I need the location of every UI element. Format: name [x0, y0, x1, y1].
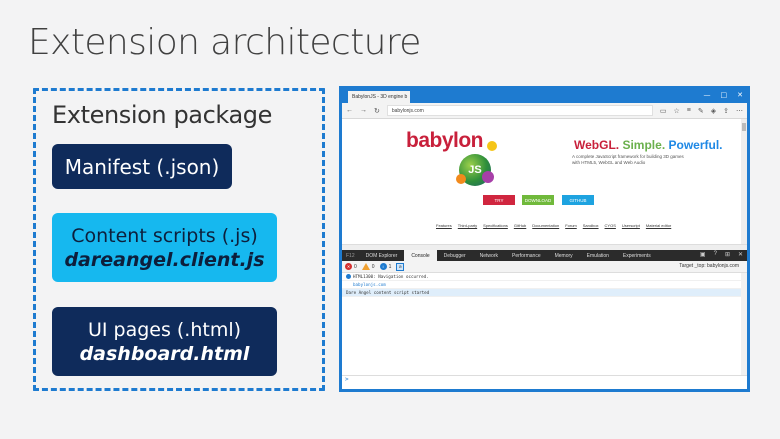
notes-icon[interactable]: ✎ — [697, 107, 704, 115]
url-text: babylonjs.com — [391, 107, 424, 114]
info-count: 1 — [388, 263, 392, 270]
target-value: _top: babylonjs.com — [694, 263, 739, 269]
maximize-icon[interactable]: □ — [720, 91, 728, 99]
link-documentation[interactable]: Documentation — [532, 223, 560, 228]
page-links: Features Third-party Specifications GitH… — [436, 223, 671, 228]
help-icon[interactable]: ? — [713, 251, 717, 257]
github-button[interactable]: GITHUB — [562, 195, 594, 205]
console-line-highlighted: Dare Angel content script started — [342, 289, 747, 297]
tab-debugger[interactable]: Debugger — [443, 252, 466, 259]
page-horizontal-scrollbar[interactable] — [342, 244, 747, 250]
tagline-simple: Simple. — [622, 138, 666, 152]
content-scripts-card: Content scripts (.js) dareangel.client.j… — [52, 213, 277, 282]
console-line: HTML1300: Navigation occurred. — [342, 273, 747, 281]
warnings-count: 0 — [371, 263, 375, 270]
console-line-text: HTML1300: Navigation occurred. — [353, 274, 429, 279]
close-window-icon[interactable]: ✕ — [737, 91, 743, 99]
tab-emulation[interactable]: Emulation — [586, 252, 609, 259]
page-viewport: babylon JS WebGL. Simple. Powerful. A co… — [342, 119, 747, 244]
link-forum[interactable]: Forum — [565, 223, 577, 228]
manifest-card: Manifest (.json) — [52, 144, 232, 189]
package-title: Extension package — [52, 101, 272, 129]
favorite-star-icon[interactable]: ☆ — [673, 107, 680, 115]
info-icon — [346, 274, 351, 279]
link-third-party[interactable]: Third-party — [457, 223, 478, 228]
info-icon: i — [379, 263, 387, 270]
info-filter[interactable]: i 1 — [379, 263, 392, 270]
try-button[interactable]: TRY — [483, 195, 515, 205]
logo-dot-orange — [456, 174, 466, 184]
window-controls: — □ ✕ — [704, 91, 744, 99]
console-scrollbar[interactable] — [741, 273, 747, 375]
logo-dot-yellow — [487, 141, 497, 151]
errors-count: 0 — [354, 263, 357, 270]
more-icon[interactable]: ⋯ — [736, 107, 743, 115]
page-scrollbar[interactable] — [741, 119, 747, 244]
console-line-url[interactable]: babylonjs.com — [342, 281, 747, 289]
browser-tab-bar: BabylonJS - 3D engine b × — □ ✕ — [342, 89, 747, 103]
link-material-editor[interactable]: Material editor — [645, 223, 672, 228]
slide-title: Extension architecture — [28, 22, 421, 63]
target-label: Target — [679, 263, 694, 269]
share-icon[interactable]: ⇪ — [723, 107, 729, 115]
tab-network[interactable]: Network — [479, 252, 498, 259]
tagline: WebGL. Simple. Powerful. — [574, 138, 723, 152]
link-specifications[interactable]: Specifications — [483, 223, 508, 228]
tagline-powerful: Powerful. — [668, 138, 723, 152]
ui-pages-label: UI pages (.html) — [87, 318, 242, 341]
devtools-controls: ▣ ? ⊞ ✕ — [700, 251, 743, 258]
hub-icon[interactable]: ≡ — [686, 107, 691, 114]
devtools-f12-label: F12 — [346, 252, 355, 259]
forward-icon[interactable]: → — [360, 107, 367, 114]
refresh-icon[interactable]: ↻ — [374, 107, 380, 115]
tab-console[interactable]: Console — [404, 250, 437, 261]
back-icon[interactable]: ← — [346, 107, 353, 114]
download-button[interactable]: DOWNLOAD — [522, 195, 554, 205]
error-icon: ✕ — [345, 263, 352, 270]
tab-performance[interactable]: Performance — [511, 252, 541, 259]
manifest-label: Manifest (.json) — [64, 154, 220, 179]
link-cyos[interactable]: CYOS — [604, 223, 616, 228]
content-scripts-label: Content scripts (.js) — [71, 224, 258, 247]
ui-pages-file: dashboard.html — [79, 342, 250, 365]
reading-view-icon[interactable]: ▭ — [659, 107, 667, 115]
logo-dot-purple — [482, 171, 494, 183]
minimize-icon[interactable]: — — [703, 91, 711, 99]
scroll-thumb[interactable] — [742, 123, 746, 131]
prompt-icon: > — [345, 376, 349, 383]
console-output: HTML1300: Navigation occurred. babylonjs… — [342, 273, 747, 383]
clear-console-icon[interactable]: ⊘ — [396, 262, 405, 271]
pin-icon[interactable]: ⊞ — [724, 252, 730, 258]
console-url-text[interactable]: babylonjs.com — [353, 282, 386, 287]
link-features[interactable]: Features — [436, 223, 452, 228]
content-scripts-file: dareangel.client.js — [64, 248, 265, 271]
console-log-text: Dare Angel content script started — [346, 290, 430, 295]
console-toolbar: ✕ 0 0 i 1 ⊘ Target _top: babylonjs.com — [342, 261, 747, 273]
link-sandbox[interactable]: Sandbox — [582, 223, 599, 228]
tagline-webgl: WebGL. — [574, 138, 620, 152]
address-bar: ← → ↻ babylonjs.com ▭ ☆ ≡ ✎ ◈ ⇪ ⋯ — [342, 103, 747, 119]
tab-memory[interactable]: Memory — [554, 252, 573, 259]
extension-icon[interactable]: ◈ — [710, 107, 717, 115]
undock-icon[interactable]: ▣ — [699, 252, 706, 258]
browser-tab[interactable]: BabylonJS - 3D engine b × — [348, 91, 410, 103]
browser-tab-title: BabylonJS - 3D engine b — [352, 94, 408, 100]
tab-dom-explorer[interactable]: DOM Explorer — [365, 252, 398, 259]
target-selector[interactable]: Target _top: babylonjs.com — [679, 263, 739, 269]
console-input[interactable]: > — [342, 375, 747, 383]
link-github[interactable]: GitHub — [513, 223, 527, 228]
extension-package-box — [33, 88, 325, 391]
link-userscript[interactable]: Userscript — [621, 223, 640, 228]
tagline-description: A complete JavaScript framework for buil… — [572, 154, 684, 165]
devtools-close-icon[interactable]: ✕ — [737, 252, 743, 258]
tab-experiments[interactable]: Experiments — [622, 252, 651, 259]
babylon-logo: babylon — [406, 129, 484, 152]
devtools-tab-bar: F12 DOM Explorer Console Debugger Networ… — [342, 250, 747, 261]
ui-pages-card: UI pages (.html) dashboard.html — [52, 307, 277, 376]
warnings-filter[interactable]: 0 — [361, 263, 375, 270]
errors-filter[interactable]: ✕ 0 — [345, 263, 357, 270]
url-input[interactable]: babylonjs.com — [386, 105, 653, 116]
warning-icon — [361, 263, 370, 270]
browser-screenshot: BabylonJS - 3D engine b × — □ ✕ ← → ↻ ba… — [339, 86, 750, 392]
